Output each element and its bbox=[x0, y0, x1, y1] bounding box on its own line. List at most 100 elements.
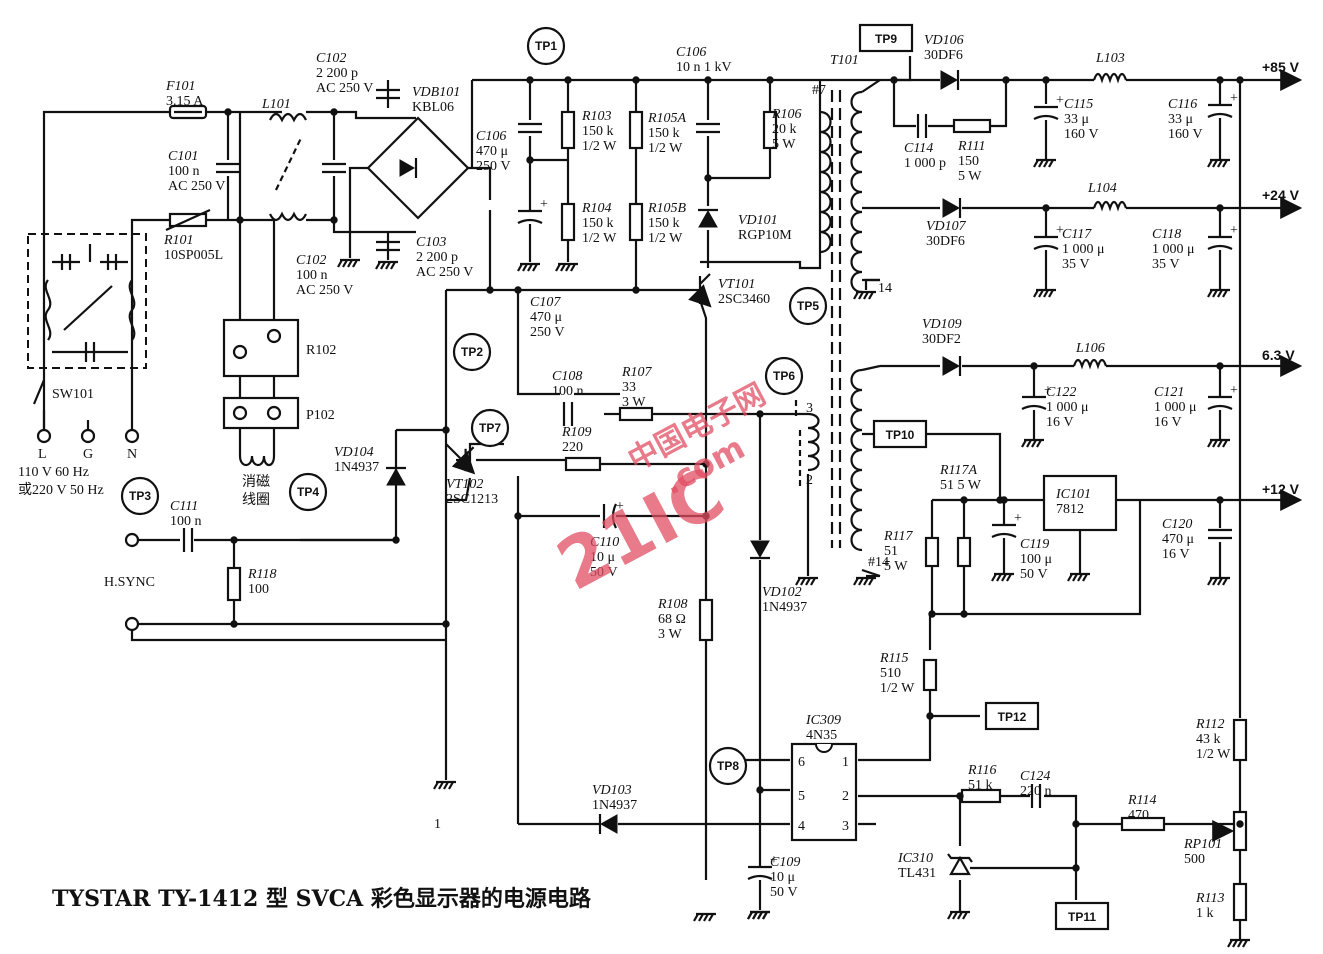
junction-dot bbox=[996, 496, 1004, 504]
junction-dot bbox=[756, 786, 764, 794]
l103-symbol bbox=[1092, 72, 1128, 84]
junction-dot bbox=[704, 76, 712, 84]
l103-label: L103 bbox=[1095, 51, 1125, 66]
junction-dot bbox=[704, 174, 712, 182]
pin-numbers: 6 5 4 1 2 3 #7 14 3 2 #14 1 bbox=[434, 83, 892, 834]
tp4-test-point: TP4 bbox=[288, 472, 328, 512]
ground-symbol bbox=[853, 576, 876, 586]
ground-symbol bbox=[1033, 158, 1056, 168]
junction-dot bbox=[1216, 204, 1224, 212]
junction-dot bbox=[1030, 362, 1038, 370]
svg-text:+: + bbox=[1230, 91, 1238, 106]
ground-symbol bbox=[1207, 438, 1230, 448]
pin-label: 2 bbox=[806, 473, 813, 488]
ground-symbol bbox=[1067, 572, 1090, 582]
ground-symbol bbox=[693, 912, 716, 922]
l106-symbol bbox=[1072, 358, 1108, 370]
tp5-test-point: TP5 bbox=[788, 286, 828, 326]
ground-symbol bbox=[991, 572, 1014, 582]
c115-symbol: + bbox=[1033, 93, 1064, 120]
watermark: 21IC 中国电子网 .com bbox=[544, 377, 771, 607]
junction-dot bbox=[756, 410, 764, 418]
vd104-symbol bbox=[386, 466, 406, 486]
vd102-symbol bbox=[750, 540, 770, 560]
junction-dot bbox=[766, 76, 774, 84]
svg-text:+: + bbox=[1056, 223, 1064, 238]
mains-rating-1: 110 V 60 Hz bbox=[18, 465, 89, 480]
svg-text:TP4: TP4 bbox=[297, 485, 319, 499]
svg-text:+: + bbox=[1044, 383, 1052, 398]
r105b-symbol bbox=[628, 202, 644, 242]
junction-dot bbox=[564, 76, 572, 84]
pin-label: 5 bbox=[798, 789, 805, 804]
c119-symbol: + bbox=[991, 511, 1022, 538]
ground-symbol bbox=[947, 910, 970, 920]
junction-dot bbox=[890, 76, 898, 84]
vd106-symbol bbox=[940, 70, 960, 90]
pin-label: 14 bbox=[878, 281, 892, 296]
c109-symbol: + bbox=[747, 853, 778, 880]
input-terminals: L G N SW101 110 V 60 Hz 或220 V 50 Hz H.S… bbox=[18, 379, 155, 632]
junction-dot bbox=[442, 426, 450, 434]
c106a-symbol: + bbox=[517, 197, 548, 224]
ic101-regulator bbox=[1042, 474, 1118, 532]
r101-symbol bbox=[165, 208, 211, 232]
tp1-test-point: TP1 bbox=[526, 26, 566, 66]
junction-dot bbox=[330, 216, 338, 224]
tp10-test-point: TP10 bbox=[872, 419, 928, 449]
junction-dot bbox=[632, 286, 640, 294]
c102b-symbol bbox=[322, 162, 346, 174]
c108-symbol bbox=[562, 402, 574, 426]
ic309-optocoupler bbox=[790, 742, 858, 842]
svg-text:TP12: TP12 bbox=[998, 710, 1027, 724]
junction-dot bbox=[1216, 362, 1224, 370]
svg-text:TP9: TP9 bbox=[875, 32, 897, 46]
r112-symbol bbox=[1232, 718, 1248, 762]
c101-symbol bbox=[216, 162, 240, 174]
junction-dot bbox=[224, 108, 232, 116]
c111-symbol bbox=[182, 528, 194, 552]
wiring bbox=[42, 56, 1300, 940]
r118-symbol bbox=[226, 566, 242, 602]
l101-label: L101 bbox=[261, 97, 291, 112]
vd103-symbol bbox=[598, 814, 618, 834]
pin-label: 4 bbox=[798, 819, 805, 834]
pin-label: 2 bbox=[842, 789, 849, 804]
junction-dot bbox=[960, 610, 968, 618]
junction-dot bbox=[1072, 864, 1080, 872]
t101-label: T101 bbox=[830, 53, 859, 68]
vt102-symbol bbox=[451, 446, 476, 475]
junction-dot bbox=[1236, 820, 1244, 828]
degauss-coil-label-2: 线圈 bbox=[242, 492, 270, 508]
junction-dot bbox=[702, 512, 710, 520]
c102a-symbol bbox=[376, 88, 400, 100]
ground-symbol bbox=[1207, 576, 1230, 586]
l104-label: L104 bbox=[1087, 181, 1117, 196]
svg-text:TP11: TP11 bbox=[1068, 910, 1096, 924]
vd107-symbol bbox=[942, 198, 962, 218]
c114-symbol bbox=[916, 114, 928, 138]
svg-text:+: + bbox=[1230, 223, 1238, 238]
junction-dot bbox=[526, 156, 534, 164]
pin-label: #14 bbox=[868, 555, 889, 570]
c110-symbol: + bbox=[602, 499, 624, 529]
ground-symbol bbox=[337, 258, 360, 268]
tp2-test-point: TP2 bbox=[452, 332, 492, 372]
rp101-symbol bbox=[1212, 810, 1248, 852]
r107-symbol bbox=[618, 406, 654, 422]
pin-label: 1 bbox=[842, 755, 849, 770]
